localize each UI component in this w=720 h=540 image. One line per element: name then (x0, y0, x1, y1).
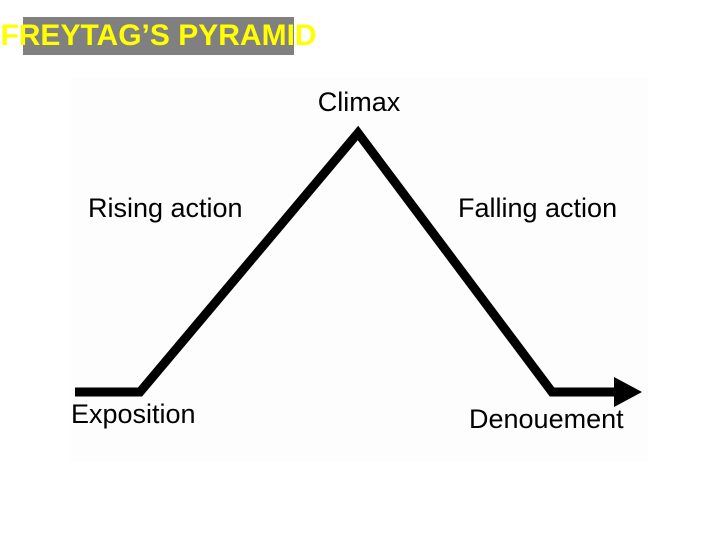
falling-action-label: Falling action (458, 193, 618, 223)
denouement-label: Denouement (469, 404, 624, 434)
rising-action-label: Rising action (88, 193, 243, 223)
slide-title: FREYTAG’S PYRAMID (0, 17, 317, 55)
pyramid-outline (75, 125, 618, 397)
climax-label: Climax (317, 87, 401, 117)
arrowhead-icon (614, 377, 642, 407)
exposition-label: Exposition (71, 399, 196, 429)
